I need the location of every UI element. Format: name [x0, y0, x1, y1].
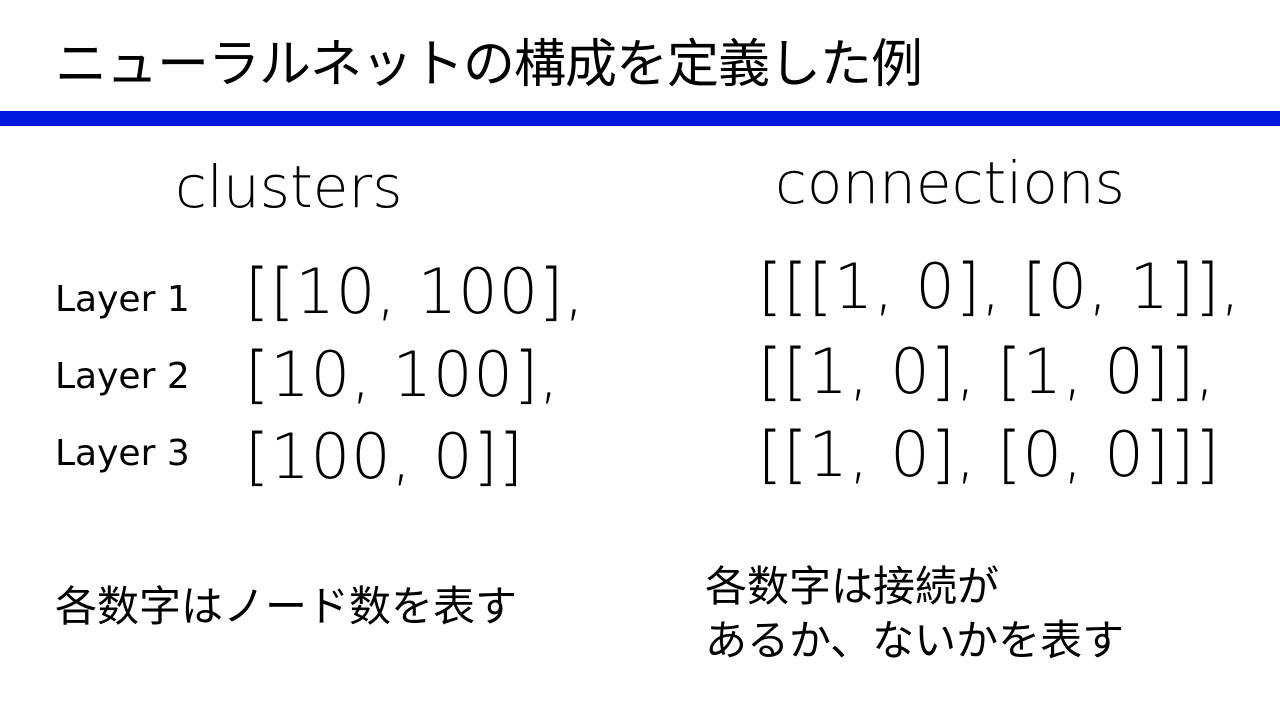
connections-note-line-1: 各数字は接続が [705, 562, 1000, 611]
connections-heading: connections [775, 149, 1125, 217]
connections-note: 各数字は接続が あるか、ないかを表す [705, 560, 1124, 668]
layer-2-label: Layer 2 [55, 356, 190, 397]
slide-title: ニューラルネットの構成を定義した例 [55, 35, 923, 95]
layer-1-label: Layer 1 [55, 279, 190, 320]
clusters-row-3: [100, 0]] [245, 420, 524, 493]
clusters-row-1: [[10, 100], [245, 255, 585, 328]
layer-3-label: Layer 3 [55, 433, 190, 474]
connections-note-line-2: あるか、ないかを表す [705, 616, 1125, 665]
connections-row-3: [[1, 0], [0, 0]]] [758, 418, 1221, 491]
connections-row-2: [[1, 0], [1, 0]], [758, 335, 1216, 408]
clusters-row-2: [10, 100], [245, 338, 560, 411]
title-divider [0, 111, 1280, 126]
clusters-note: 各数字はノード数を表す [55, 582, 518, 631]
clusters-heading: clusters [175, 153, 403, 221]
connections-row-1: [[[1, 0], [0, 1]], [758, 250, 1242, 323]
